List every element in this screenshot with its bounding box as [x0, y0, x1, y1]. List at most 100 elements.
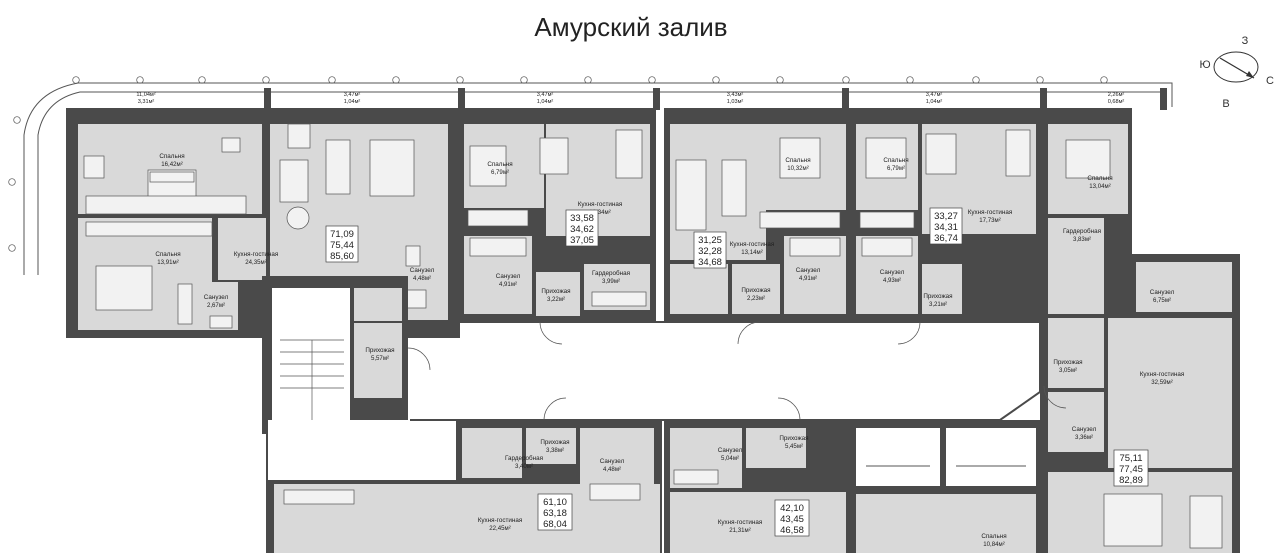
apartment-area-value: 68,04 [543, 519, 567, 530]
balcony-divider [653, 88, 660, 110]
room-area: 6,75м² [1153, 297, 1171, 304]
apartment-area-value: 75,11 [1119, 453, 1142, 464]
room-label: Санузел [796, 267, 821, 274]
svg-text:3,43м²: 3,43м² [727, 92, 744, 98]
room-area: 3,22м² [547, 296, 565, 303]
room-area: 4,48м² [603, 466, 621, 473]
apartment-area-box [1113, 449, 1149, 487]
apartment-area-box [693, 231, 727, 269]
svg-text:3,47м²: 3,47м² [344, 92, 361, 98]
room-area: 6,79м² [491, 169, 509, 176]
room-area: 13,34м² [589, 209, 610, 216]
room-label: Прихожая [741, 287, 770, 294]
apartment-area-value: 34,31 [934, 222, 958, 233]
svg-text:1,04м²: 1,04м² [537, 99, 554, 105]
room-area: 3,83м² [1073, 236, 1091, 243]
stairwell: Прихожая 5,57м² [262, 276, 408, 434]
svg-text:3,47м²: 3,47м² [926, 92, 943, 98]
room-wardrobe-3 [462, 428, 522, 478]
room-label: Спальня [981, 533, 1006, 540]
elevator-shaft: Спальня 10,84м² [848, 420, 1044, 553]
apartment-7: Санузел 5,04м² Прихожая 5,45м² Кухня-гос… [664, 420, 852, 553]
svg-text:1,04м²: 1,04м² [926, 99, 943, 105]
door-swing [407, 321, 1067, 421]
room-hallway-5 [1048, 318, 1104, 388]
apartment-area-value: 85,60 [330, 251, 354, 262]
room-area: 10,32м² [787, 165, 808, 172]
room-area: 2,67м² [207, 302, 225, 309]
svg-text:0,68м²: 0,68м² [1108, 99, 1125, 105]
room-area: 3,38м² [546, 447, 564, 454]
svg-text:11,04м²: 11,04м² [136, 92, 155, 98]
apartment-area-box [929, 207, 963, 245]
room-label: Санузел [1150, 289, 1175, 296]
room-area: 3,99м² [602, 278, 620, 285]
svg-text:2,26м²: 2,26м² [1108, 92, 1125, 98]
balcony-label: 3,47м² 1,04м² [537, 92, 554, 105]
room-area: 13,14м² [741, 249, 762, 256]
room-area: 4,93м² [883, 277, 901, 284]
room-label: Прихожая [365, 347, 394, 354]
apartment-area-value: 63,18 [543, 508, 567, 519]
room-label: Санузел [600, 458, 625, 465]
svg-text:3,31м²: 3,31м² [138, 99, 155, 105]
room-label: Санузел [880, 269, 905, 276]
room-label: Спальня [883, 157, 908, 164]
balcony-divider [264, 88, 271, 110]
room-label: Гардеробная [592, 269, 630, 277]
room-label: Спальня [785, 157, 810, 164]
room-label: Кухня-гостиная [578, 201, 623, 208]
apartment-area-value: 71,09 [330, 229, 354, 240]
apartment-area-value: 82,89 [1119, 475, 1143, 486]
balcony-label: 3,43м² 1,03м² [727, 92, 744, 105]
room-area: 4,91м² [799, 275, 817, 282]
balcony-divider [1040, 88, 1047, 110]
apartment-area-value: 75,44 [330, 240, 354, 251]
room-label: Прихожая [923, 293, 952, 300]
compass-east-label: В [1222, 98, 1229, 110]
room-area: 21,31м² [729, 527, 750, 534]
room-area: 2,23м² [747, 295, 765, 302]
room-area: 32,59м² [1151, 379, 1172, 386]
room-label: Прихожая [540, 439, 569, 446]
balcony-divider [842, 88, 849, 110]
plan-title: Амурский залив [534, 12, 727, 42]
room-hallway-4 [922, 264, 962, 314]
room-label: Санузел [718, 447, 743, 454]
apartment-area-value: 34,68 [698, 257, 722, 268]
compass-icon: З Ю С В [1199, 35, 1274, 110]
apartment-3: Кухня-гостиная 13,14м² Прихожая 2,23м² С… [664, 108, 852, 322]
svg-text:1,03м²: 1,03м² [727, 99, 744, 105]
room-hallway-3 [732, 264, 780, 314]
room-area: 22,45м² [489, 525, 510, 532]
apartment-area-value: 33,27 [934, 211, 958, 222]
room-hallway-1 [354, 288, 402, 398]
room-label: Кухня-гостиная [968, 209, 1013, 216]
room-kitchen-living-5 [1108, 318, 1232, 468]
room-area: 3,05м² [1059, 367, 1077, 374]
room-area: 4,91м² [499, 281, 517, 288]
apartment-area-value: 43,45 [780, 514, 804, 525]
room-label: Прихожая [541, 288, 570, 295]
room-area: 16,42м² [161, 161, 182, 168]
room-label: Прихожая [779, 435, 808, 442]
room-area: 5,45м² [785, 443, 803, 450]
balcony-label: 2,26м² 0,68м² [1108, 92, 1125, 105]
room-label: Кухня-гостиная [730, 241, 775, 248]
svg-text:1,04м²: 1,04м² [344, 99, 361, 105]
apartment-area-value: 77,45 [1119, 464, 1143, 475]
room-area: 13,91м² [157, 259, 178, 266]
room-area: 3,36м² [1075, 434, 1093, 441]
room-label: Санузел [204, 294, 229, 301]
apartment-area-value: 61,10 [543, 497, 567, 508]
room-hallway-7 [746, 428, 806, 468]
room-bathroom-6 [1136, 262, 1232, 312]
balcony-label: 11,04м² 3,31м² [136, 92, 155, 105]
apartment-area-value: 36,74 [934, 233, 958, 244]
apartment-area-value: 46,58 [780, 525, 804, 536]
room-area: 10,84м² [983, 541, 1004, 548]
balcony-label: 3,47м² 1,04м² [344, 92, 361, 105]
svg-text:3,47м²: 3,47м² [537, 92, 554, 98]
room-label: Спальня [487, 161, 512, 168]
